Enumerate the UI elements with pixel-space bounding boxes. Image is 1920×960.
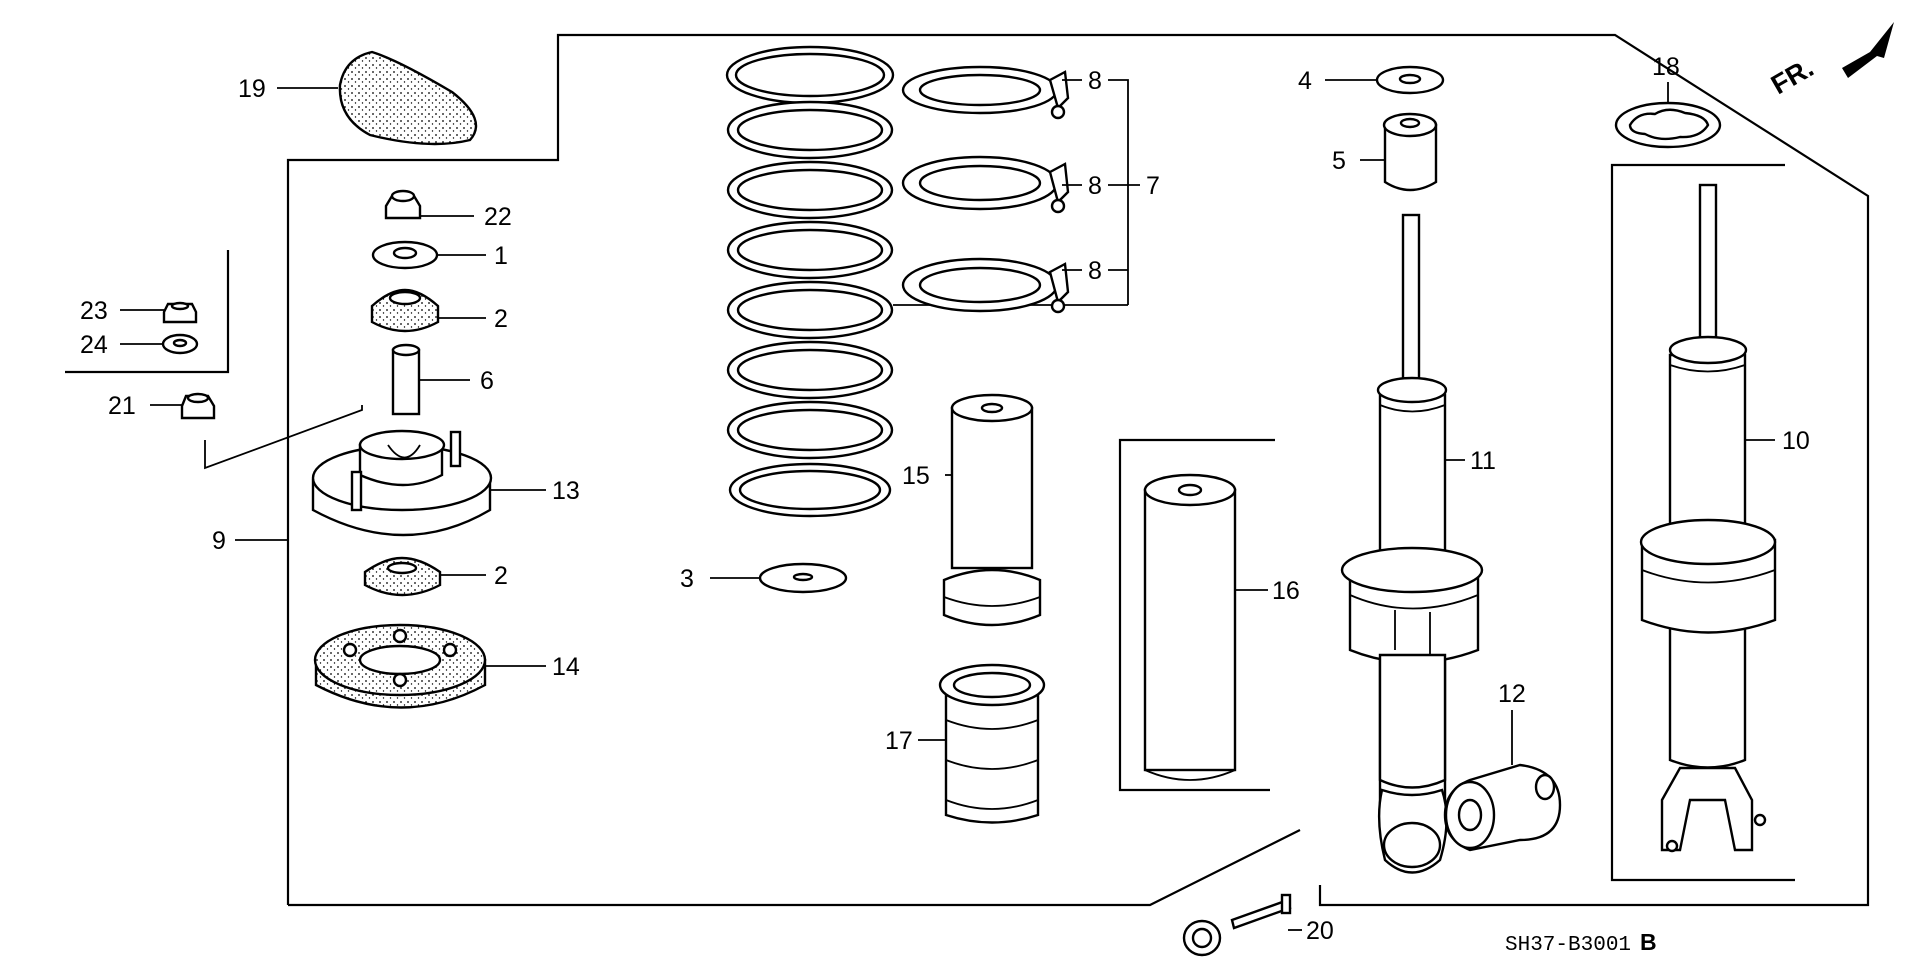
part-number-labels: 19 22 1 2 6 13 2 14 9 23 24 21 8 8 8 7 3… <box>80 53 1810 945</box>
part-8-shim-bottom <box>901 257 1082 314</box>
part-6-collar <box>391 343 470 416</box>
label-20: 20 <box>1306 917 1334 945</box>
part-4-washer <box>1325 65 1445 95</box>
part-16-long-boot <box>1143 473 1268 781</box>
label-12: 12 <box>1498 680 1526 708</box>
label-18: 18 <box>1652 53 1680 81</box>
part-14-spring-pad <box>313 623 546 709</box>
part-23-nut <box>120 301 198 324</box>
front-direction-indicator: FR. <box>1766 22 1894 100</box>
front-arrow-icon <box>1842 22 1894 78</box>
part-15-bump-stop <box>942 393 1042 627</box>
label-5: 5 <box>1332 147 1346 175</box>
part-13-mount-base <box>311 429 546 537</box>
drawing-code-suffix: B <box>1640 929 1657 955</box>
label-2-upper: 2 <box>494 305 508 333</box>
label-19: 19 <box>238 75 266 103</box>
label-6: 6 <box>480 367 494 395</box>
label-21: 21 <box>108 392 136 420</box>
part-19-dust-cap <box>277 50 478 146</box>
label-3: 3 <box>680 565 694 593</box>
assembly-outline <box>65 33 1870 907</box>
label-15: 15 <box>902 462 930 490</box>
front-label: FR. <box>1766 52 1819 100</box>
part-7-bracket <box>1108 79 1129 305</box>
label-16: 16 <box>1272 577 1300 605</box>
label-1: 1 <box>494 242 508 270</box>
label-8-middle: 8 <box>1088 172 1102 200</box>
part-17-dust-boot <box>918 663 1046 824</box>
part-2-lower-rubber <box>363 556 486 597</box>
drawing-code: SH37-B3001 B <box>1505 929 1657 957</box>
part-21-nut <box>150 392 216 420</box>
part-20-bolt <box>1182 893 1302 957</box>
part-3-washer <box>710 562 848 594</box>
label-7: 7 <box>1146 172 1160 200</box>
label-14: 14 <box>552 653 580 681</box>
label-11: 11 <box>1470 447 1496 475</box>
part-2-upper-rubber <box>370 288 486 333</box>
label-8-top: 8 <box>1088 67 1102 95</box>
part-12-bushing <box>1443 710 1562 852</box>
part-24-washer <box>120 333 199 355</box>
label-4: 4 <box>1298 67 1312 95</box>
drawing-code-text: SH37-B3001 <box>1505 934 1631 957</box>
part-11-shock-absorber <box>1340 213 1484 874</box>
part-10-shock-absorber <box>1639 183 1777 853</box>
part-5-bushing <box>1360 112 1438 192</box>
label-8-bottom: 8 <box>1088 257 1102 285</box>
coil-spring <box>725 45 1128 518</box>
label-13: 13 <box>552 477 580 505</box>
part-8-shim-middle <box>901 155 1082 214</box>
label-9: 9 <box>212 527 226 555</box>
label-24: 24 <box>80 331 108 359</box>
label-22: 22 <box>484 203 512 231</box>
label-23: 23 <box>80 297 108 325</box>
label-17: 17 <box>885 727 913 755</box>
part-22-nut <box>384 189 474 220</box>
part-8-shim-top <box>901 65 1082 120</box>
part-1-washer <box>371 240 486 270</box>
label-10: 10 <box>1782 427 1810 455</box>
label-2-lower: 2 <box>494 562 508 590</box>
part-18-gasket <box>1614 82 1722 149</box>
